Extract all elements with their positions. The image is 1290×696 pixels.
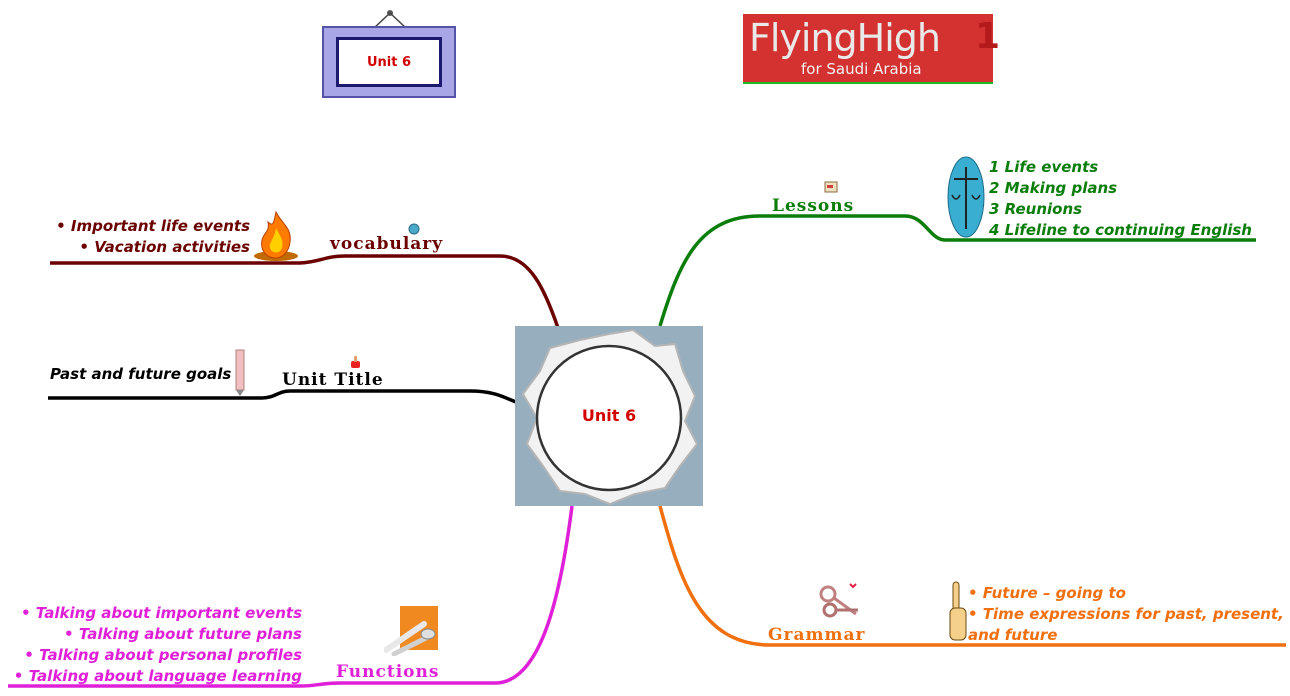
vocabulary-branch-label[interactable]: vocabulary bbox=[330, 234, 444, 254]
grammar-branch-label[interactable]: Grammar bbox=[768, 625, 866, 645]
lessons-item: 2 Making plans bbox=[989, 179, 1118, 197]
functions-connector bbox=[8, 505, 574, 688]
grammar-item: • Time expressions for past, present, bbox=[968, 605, 1284, 623]
lessons-item: 1 Life events bbox=[989, 158, 1099, 176]
logo-number: 1 bbox=[975, 16, 1001, 57]
unit-title-connector bbox=[48, 389, 517, 404]
grammar-item: and future bbox=[968, 626, 1058, 644]
vocabulary-item: • Important life events bbox=[56, 217, 250, 235]
globe-icon bbox=[408, 220, 420, 239]
thumbs-up-icon bbox=[348, 354, 362, 373]
pencil-icon bbox=[233, 348, 247, 400]
central-topic[interactable]: Unit 6 bbox=[515, 326, 703, 506]
pointing-hand-icon bbox=[946, 580, 970, 650]
unit-title-item: Past and future goals bbox=[50, 365, 232, 383]
vocabulary-item: • Vacation activities bbox=[79, 238, 250, 256]
unit-title-branch-label[interactable]: Unit Title bbox=[282, 370, 384, 390]
frame-label: Unit 6 bbox=[366, 54, 412, 70]
keys-icon bbox=[818, 580, 862, 628]
unit-title-items: Past and future goals bbox=[50, 364, 231, 385]
lessons-connector bbox=[658, 214, 1256, 327]
functions-item: • Talking about future plans bbox=[64, 625, 302, 643]
frame-hanger bbox=[372, 8, 408, 29]
lessons-items: 1 Life events 2 Making plans 3 Reunions … bbox=[989, 157, 1252, 241]
scales-icon bbox=[946, 155, 986, 243]
grammar-items: • Future – going to • Time expressions f… bbox=[968, 583, 1284, 646]
central-label: Unit 6 bbox=[581, 406, 637, 425]
lessons-item: 3 Reunions bbox=[989, 200, 1083, 218]
functions-item: • Talking about language learning bbox=[13, 667, 302, 685]
functions-items: • Talking about important events • Talki… bbox=[4, 603, 302, 687]
functions-branch-label[interactable]: Functions bbox=[336, 662, 440, 682]
unit-frame: Unit 6 bbox=[322, 26, 456, 98]
grammar-connector bbox=[658, 505, 1286, 647]
logo-title: FlyingHigh bbox=[749, 16, 941, 60]
book-icon bbox=[824, 179, 838, 198]
vocabulary-items: • Important life events • Vacation activ… bbox=[30, 216, 250, 258]
lessons-branch-label[interactable]: Lessons bbox=[772, 196, 855, 216]
vocabulary-connector bbox=[50, 254, 560, 329]
logo-subtitle: for Saudi Arabia bbox=[801, 60, 922, 78]
functions-item: • Talking about personal profiles bbox=[24, 646, 302, 664]
functions-item: • Talking about important events bbox=[21, 604, 302, 622]
flying-high-logo: FlyingHigh for Saudi Arabia 1 bbox=[743, 14, 1000, 84]
torn-paper-icon bbox=[521, 328, 699, 506]
lessons-item: 4 Lifeline to continuing English bbox=[989, 221, 1252, 239]
cutlery-icon bbox=[383, 606, 440, 660]
grammar-item: • Future – going to bbox=[968, 584, 1126, 602]
fire-icon bbox=[252, 210, 300, 266]
